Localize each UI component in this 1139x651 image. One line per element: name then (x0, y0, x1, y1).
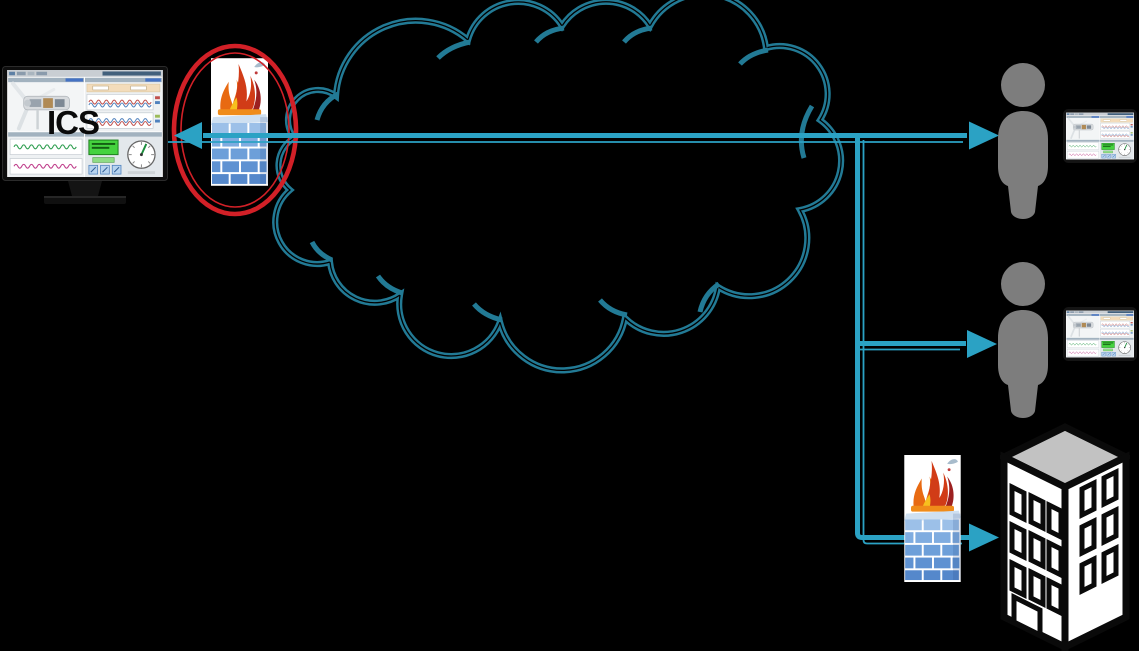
person-silhouette-icon (994, 63, 1052, 219)
remote-operator-2 (994, 262, 1052, 418)
ics-label: ICS (47, 104, 100, 141)
cloud-sketch-stubs (309, 25, 815, 323)
tablet-dashboard-icon (1062, 108, 1138, 164)
cloud-outline-icon (272, 0, 845, 374)
tablet-dashboard-icon (1062, 306, 1138, 362)
firewall-flames-icon (903, 455, 962, 582)
operator-1-tablet (1062, 108, 1138, 164)
perimeter-firewall (211, 57, 268, 187)
monitor-dashboard-icon (2, 66, 168, 204)
remote-operator-1 (994, 63, 1052, 219)
office-building-icon (1000, 423, 1130, 651)
ics-workstation (2, 66, 168, 207)
person-silhouette-icon (994, 262, 1052, 418)
firewall-flames-icon (211, 57, 268, 187)
corporate-firewall (903, 455, 962, 582)
operator-2-tablet (1062, 306, 1138, 362)
corporate-building (1000, 423, 1130, 651)
